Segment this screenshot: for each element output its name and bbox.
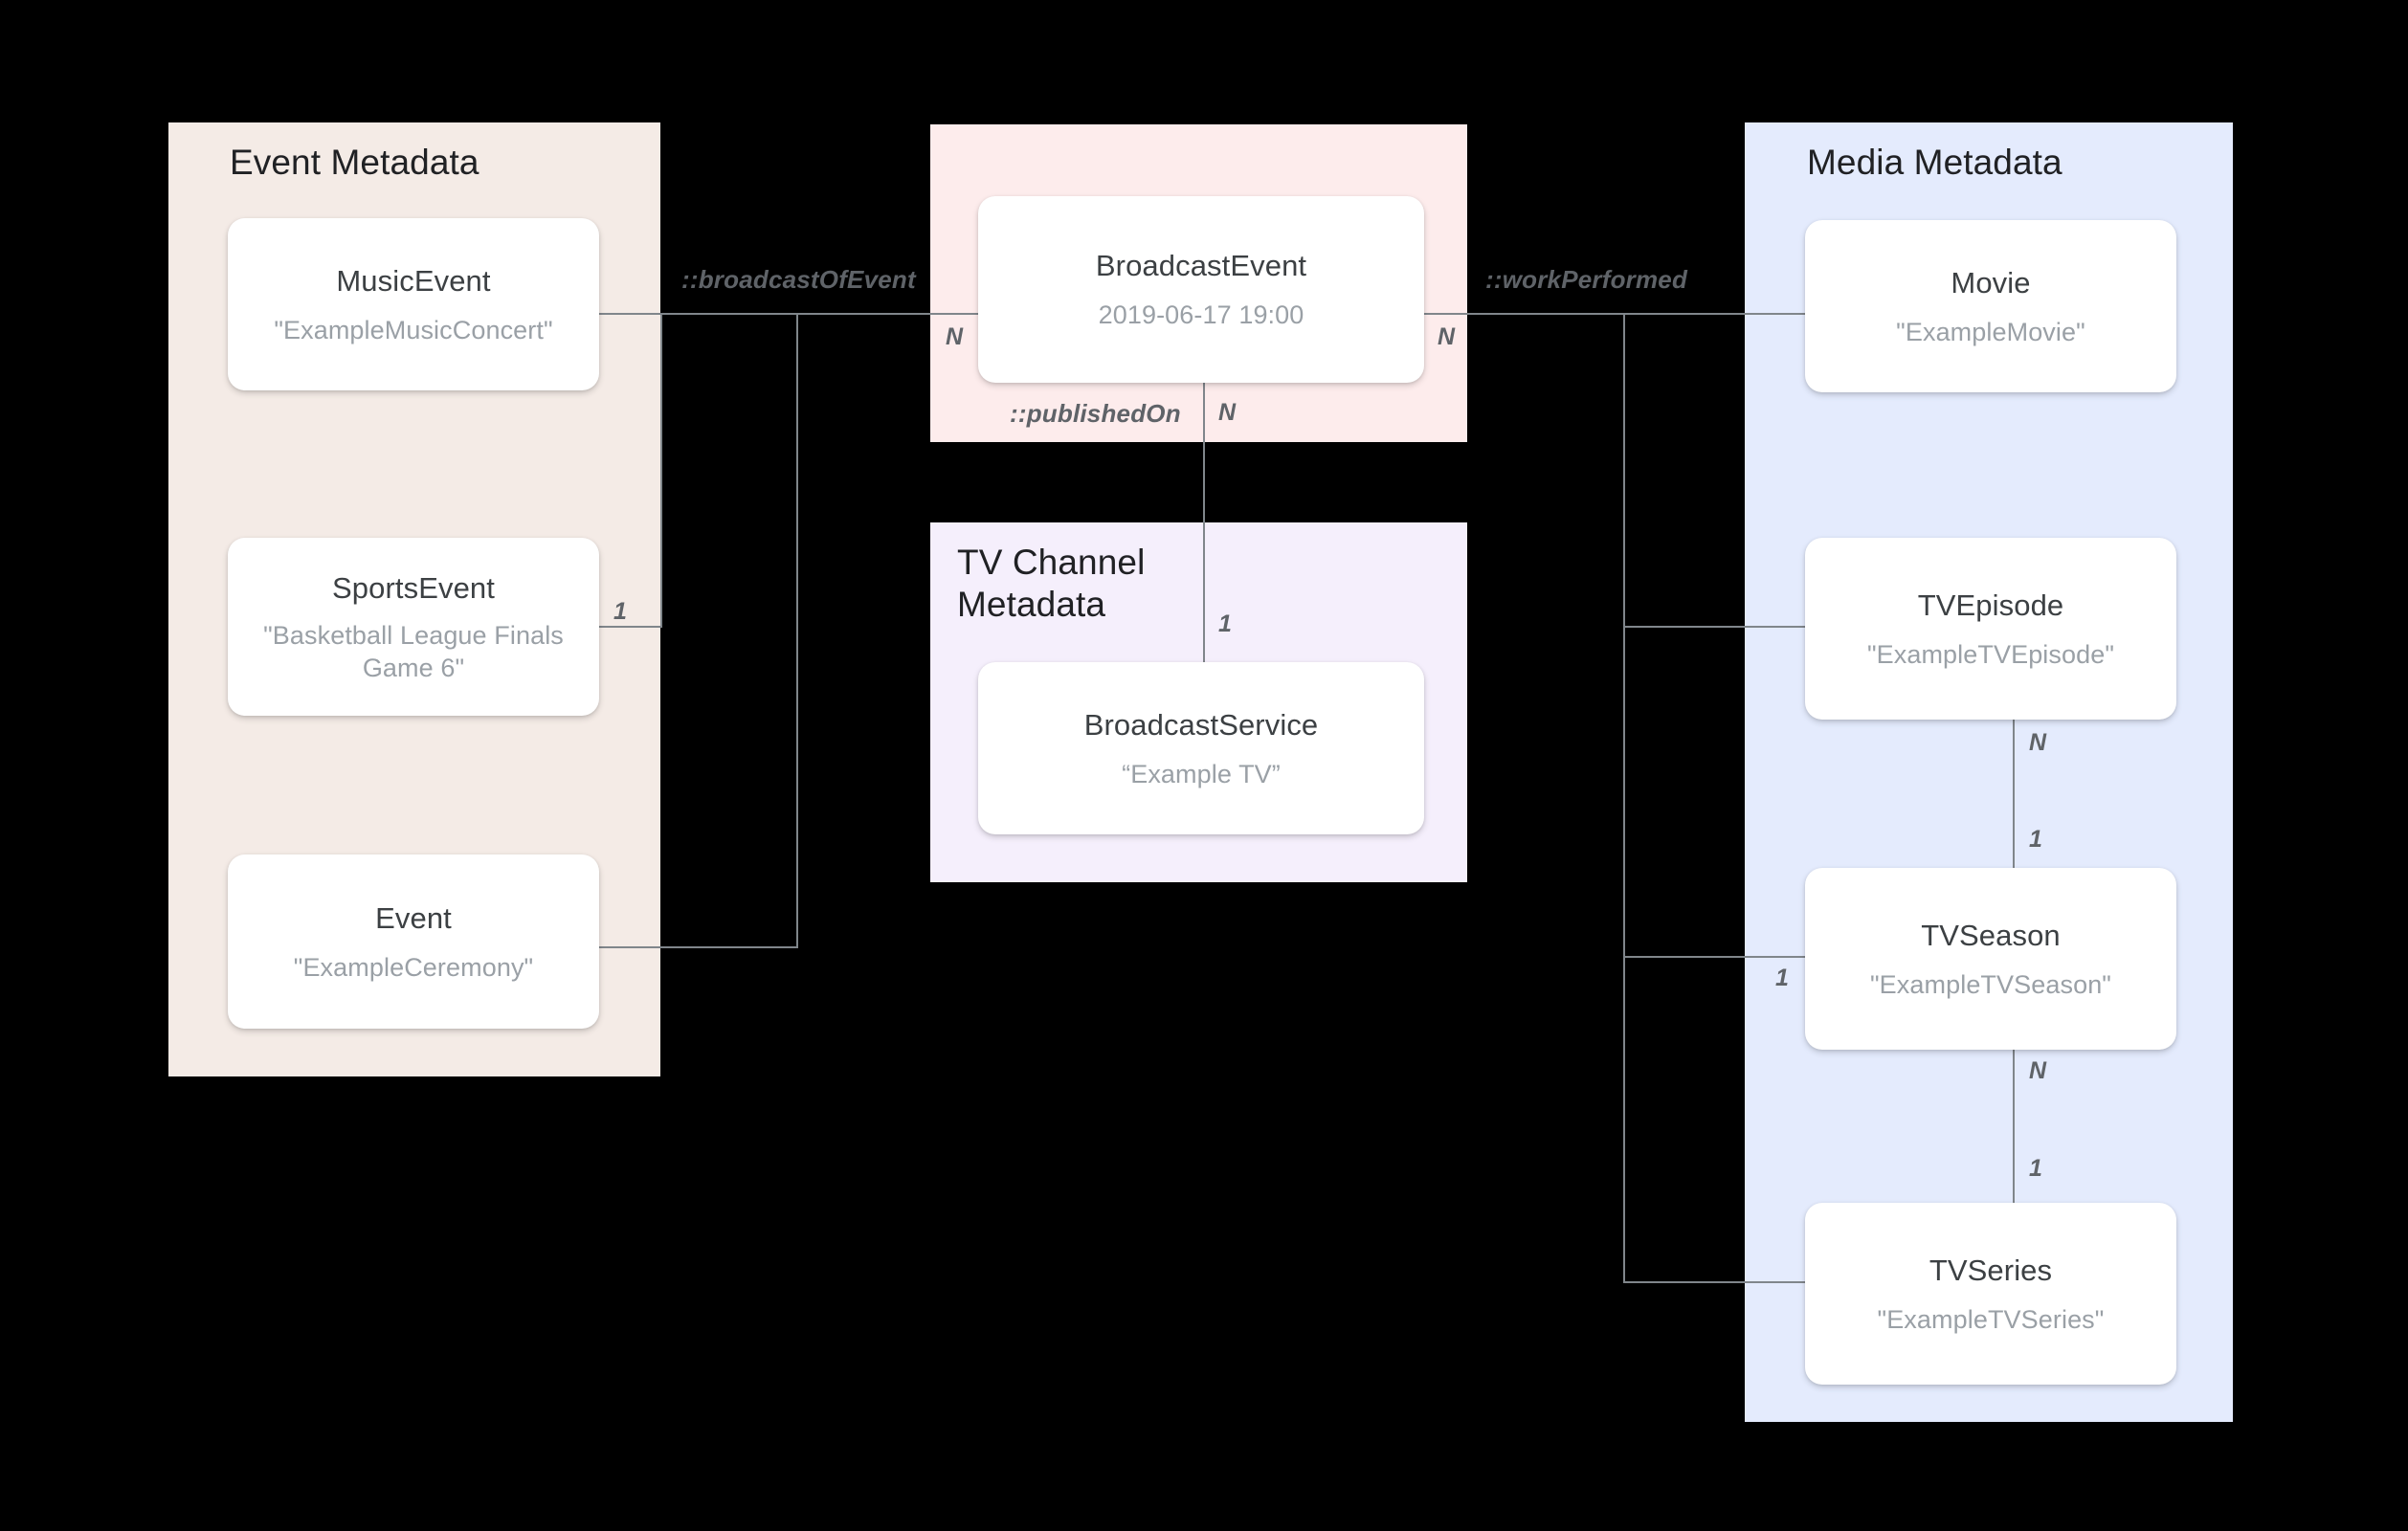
entity-value-tvepisode: "ExampleTVEpisode" bbox=[1866, 639, 2115, 669]
edge-tvseason-stub bbox=[1623, 956, 1805, 958]
edge-episode-season-line bbox=[2013, 720, 2015, 921]
cardinality-broadcastevent-right: N bbox=[1438, 323, 1456, 350]
entity-value-tvseason: "ExampleTVSeason" bbox=[1870, 969, 2111, 999]
cardinality-sportsevent-right: 1 bbox=[613, 598, 627, 625]
entity-value-sportsevent: "Basketball League Finals Game 6" bbox=[263, 620, 564, 682]
relation-label-broadcastofevent: ::broadcastOfEvent bbox=[681, 265, 916, 294]
cardinality-tvepisode-bottom: N bbox=[2029, 729, 2047, 756]
edge-publishedon-line bbox=[1203, 383, 1205, 662]
entity-type-tvseason: TVSeason bbox=[1921, 918, 2061, 952]
edge-workperformed-main bbox=[1424, 313, 1625, 315]
edge-left-bus-inner bbox=[660, 313, 662, 628]
group-title-tv-channel-metadata: TV Channel Metadata bbox=[957, 543, 1146, 624]
entity-type-tvseries: TVSeries bbox=[1929, 1253, 2053, 1287]
cardinality-broadcastevent-left: N bbox=[946, 323, 964, 350]
edge-movie-stub bbox=[1623, 313, 1805, 315]
entity-value-movie: "ExampleMovie" bbox=[1896, 317, 2085, 346]
entity-card-movie[interactable]: Movie "ExampleMovie" bbox=[1805, 220, 2176, 392]
entity-value-tvseries: "ExampleTVSeries" bbox=[1877, 1304, 2105, 1334]
cardinality-broadcastservice-top: 1 bbox=[1218, 610, 1232, 637]
group-title-media-metadata: Media Metadata bbox=[1807, 143, 2062, 182]
relation-label-publishedon: ::publishedOn bbox=[1010, 399, 1181, 428]
entity-card-broadcastevent[interactable]: BroadcastEvent 2019-06-17 19:00 bbox=[978, 196, 1424, 383]
edge-season-series-line bbox=[2013, 1050, 2015, 1241]
entity-type-broadcastevent: BroadcastEvent bbox=[1095, 249, 1307, 282]
edge-event-stub bbox=[597, 946, 798, 948]
entity-card-musicevent[interactable]: MusicEvent "ExampleMusicConcert" bbox=[228, 218, 599, 390]
cardinality-broadcastevent-bottom: N bbox=[1218, 399, 1237, 426]
cardinality-tvseries-top: 1 bbox=[2029, 1155, 2042, 1182]
entity-type-tvepisode: TVEpisode bbox=[1917, 588, 2064, 622]
entity-card-sportsevent[interactable]: SportsEvent "Basketball League Finals Ga… bbox=[228, 538, 599, 716]
entity-value-musicevent: "ExampleMusicConcert" bbox=[274, 315, 553, 344]
entity-card-tvseason[interactable]: TVSeason "ExampleTVSeason" bbox=[1805, 868, 2176, 1050]
entity-value-event: "ExampleCeremony" bbox=[293, 952, 534, 982]
relation-label-workperformed: ::workPerformed bbox=[1485, 265, 1688, 294]
entity-card-tvseries[interactable]: TVSeries "ExampleTVSeries" bbox=[1805, 1203, 2176, 1385]
edge-right-bus bbox=[1623, 313, 1625, 1283]
entity-card-event[interactable]: Event "ExampleCeremony" bbox=[228, 854, 599, 1029]
edge-tvseries-stub bbox=[1623, 1281, 1805, 1283]
edge-broadcastofevent-main bbox=[660, 313, 986, 315]
entity-type-movie: Movie bbox=[1951, 265, 2031, 300]
cardinality-tvseason-bottom: N bbox=[2029, 1057, 2047, 1084]
cardinality-tvseason-left: 1 bbox=[1775, 965, 1789, 991]
entity-card-tvepisode[interactable]: TVEpisode "ExampleTVEpisode" bbox=[1805, 538, 2176, 720]
group-title-event-metadata: Event Metadata bbox=[230, 143, 479, 182]
entity-type-event: Event bbox=[375, 900, 452, 935]
entity-value-broadcastservice: “Example TV” bbox=[1122, 759, 1281, 788]
edge-left-bus-outer bbox=[796, 313, 798, 948]
entity-type-musicevent: MusicEvent bbox=[336, 263, 491, 298]
entity-value-broadcastevent: 2019-06-17 19:00 bbox=[1098, 300, 1304, 329]
entity-type-broadcastservice: BroadcastService bbox=[1083, 707, 1319, 742]
edge-tvepisode-stub bbox=[1623, 626, 1805, 628]
edge-sportsevent-stub bbox=[597, 626, 662, 628]
entity-type-sportsevent: SportsEvent bbox=[332, 570, 495, 605]
entity-card-broadcastservice[interactable]: BroadcastService “Example TV” bbox=[978, 662, 1424, 834]
cardinality-tvseason-top: 1 bbox=[2029, 826, 2042, 853]
